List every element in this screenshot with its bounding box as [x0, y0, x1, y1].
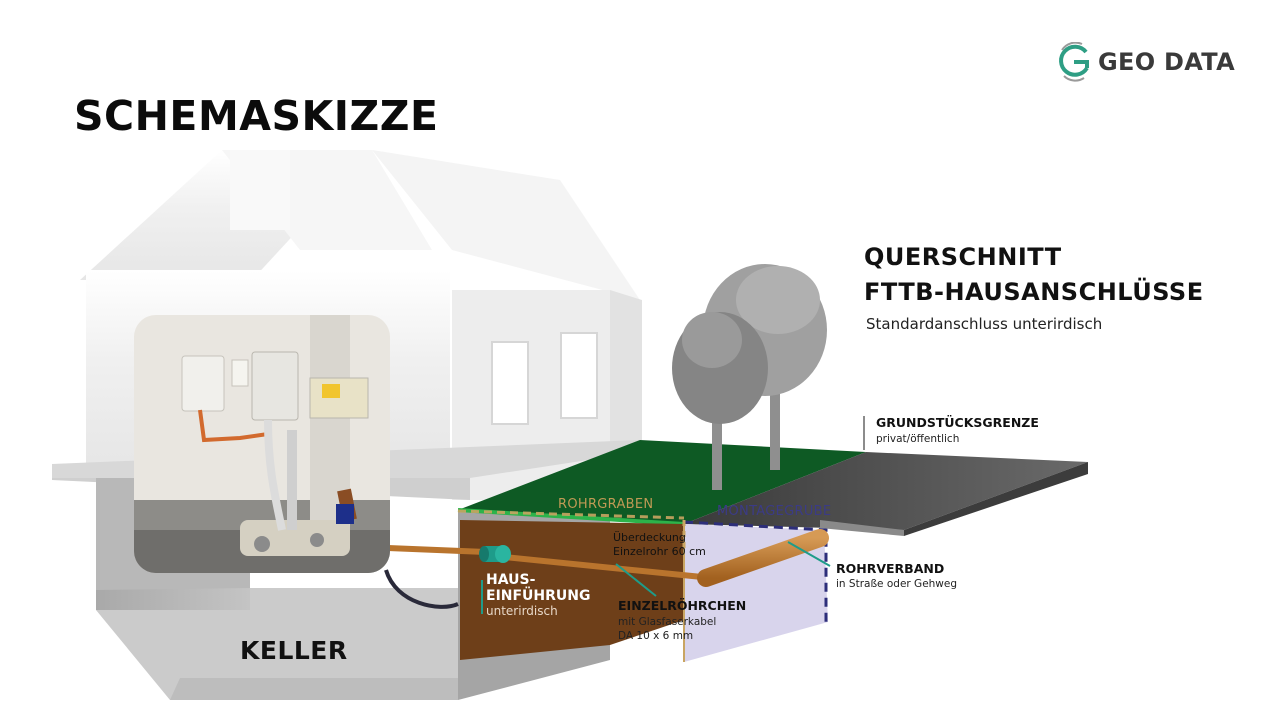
label-montagegrube: MONTAGEGRUBE [717, 504, 832, 519]
montagegrube-pit [684, 524, 828, 662]
trees [672, 264, 827, 490]
label-rohrverband-sub: in Straße oder Gehweg [836, 578, 958, 590]
basement-photo [134, 315, 390, 573]
road-surface [684, 452, 1088, 530]
label-ueberdeckung-1: Überdeckung [613, 531, 686, 544]
label-rohrgraben: ROHRGRABEN [558, 497, 654, 512]
cable [384, 569, 459, 609]
heading-subtitle: Standardanschluss unterirdisch [866, 315, 1103, 333]
label-keller: KELLER [240, 636, 348, 665]
window-right [560, 332, 598, 419]
label-grundstuecksgrenze: GRUNDSTÜCKSGRENZE [876, 415, 1039, 430]
trench-soil [460, 520, 684, 660]
lawn [458, 440, 866, 524]
heading-line2: FTTB-HAUSANSCHLÜSSE [864, 278, 1204, 306]
hauseinfuehrung-icon [479, 545, 511, 563]
label-hauseinfuehrung-3: unterirdisch [486, 604, 558, 618]
logo-text: GEO DATA [1098, 48, 1235, 76]
window-left [491, 341, 529, 425]
house-pipe [387, 545, 487, 555]
label-einzelroehrchen-sub1: mit Glasfaserkabel [618, 616, 717, 628]
heading-line1: QUERSCHNITT [864, 243, 1062, 271]
label-ueberdeckung-2: Einzelrohr 60 cm [613, 545, 706, 558]
label-einzelroehrchen: EINZELRÖHRCHEN [618, 598, 747, 613]
label-hauseinfuehrung-2: EINFÜHRUNG [486, 588, 591, 604]
label-einzelroehrchen-sub2: DA 10 x 6 mm [618, 630, 694, 642]
label-hauseinfuehrung-1: HAUS- [486, 572, 536, 588]
geo-data-logo: GEO DATA [1056, 42, 1235, 82]
page-title: SCHEMASKIZZE [74, 92, 439, 140]
geo-data-logo-icon [1059, 42, 1089, 82]
label-grundstuecksgrenze-sub: privat/öffentlich [876, 433, 960, 445]
einzelroehrchen-pipe [493, 553, 713, 581]
label-rohrverband: ROHRVERBAND [836, 561, 945, 576]
rohrverband-pipe [697, 529, 829, 587]
